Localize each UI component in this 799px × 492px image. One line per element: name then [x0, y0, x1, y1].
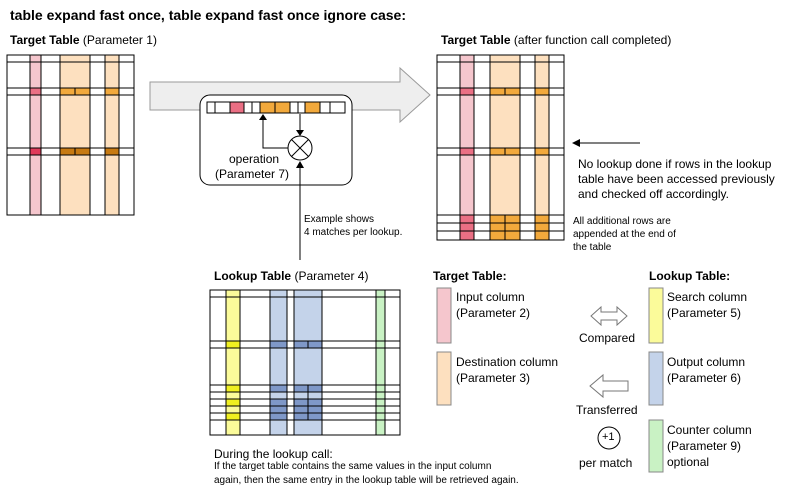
target-table-param: (Parameter 1) [79, 33, 157, 47]
transferred-label: Transferred [576, 403, 638, 417]
target-table-label: Target Table [10, 33, 80, 47]
lookup-table [209, 289, 401, 436]
counter-column-optional: optional [667, 455, 710, 469]
compared-icon [590, 305, 628, 327]
lookup-call-note-line2: If the target table contains the same va… [214, 461, 492, 472]
target-table-title: Target Table (Parameter 1) [10, 33, 157, 47]
target-table [6, 54, 135, 216]
operation-label: operation [229, 152, 280, 166]
counter-column-param: (Parameter 9) [667, 439, 742, 453]
destination-column-swatch [436, 351, 452, 406]
search-column-label: Search column [667, 290, 748, 304]
input-column-label: Input column [456, 290, 525, 304]
result-table-title: Target Table (after function call comple… [441, 33, 671, 47]
no-lookup-note-line3: and checked off accordingly. [578, 187, 729, 201]
appended-note-line1: All additional rows are [573, 216, 671, 227]
no-lookup-note-line1: No lookup done if rows in the lookup [578, 157, 772, 171]
destination-column-label: Destination column [456, 355, 559, 369]
result-table-param: (after function call completed) [510, 33, 672, 47]
destination-column-param: (Parameter 3) [456, 371, 531, 385]
output-column-swatch [648, 351, 664, 406]
search-column-swatch [648, 287, 664, 344]
lookup-call-note-line3: again, then the same entry in the lookup… [214, 475, 519, 486]
counter-column-label: Counter column [667, 423, 752, 437]
compared-label: Compared [579, 331, 636, 345]
operation-box [199, 94, 353, 260]
lookup-table-title: Lookup Table (Parameter 4) [214, 269, 368, 283]
appended-note-line2: appended at the end of [573, 229, 676, 240]
lookup-table-param: (Parameter 4) [291, 269, 369, 283]
counter-column-swatch [648, 419, 664, 473]
search-column-param: (Parameter 5) [667, 306, 742, 320]
per-match-label: per match [579, 456, 633, 470]
plus-one-icon [597, 426, 621, 450]
lookup-call-note-heading: During the lookup call: [214, 447, 333, 461]
input-column-swatch [436, 287, 452, 344]
plus-one-label: +1 [602, 431, 615, 443]
output-column-param: (Parameter 6) [667, 371, 742, 385]
operation-param: (Parameter 7) [215, 167, 290, 181]
legend-lookup-heading: Lookup Table: [649, 269, 731, 283]
page-title: table expand fast once, table expand fas… [10, 7, 407, 23]
result-table-label: Target Table [441, 33, 511, 47]
output-column-label: Output column [667, 355, 746, 369]
no-lookup-arrow [572, 139, 640, 147]
appended-note-line3: the table [573, 242, 612, 253]
no-lookup-note-line2: table have been accessed previously [578, 172, 775, 186]
example-note-line1: Example shows [304, 214, 375, 225]
transferred-icon [589, 373, 629, 399]
result-table [436, 54, 565, 241]
example-note-line2: 4 matches per lookup. [304, 227, 403, 238]
lookup-table-label: Lookup Table [214, 269, 292, 283]
input-column-param: (Parameter 2) [456, 306, 531, 320]
legend-target-heading: Target Table: [433, 269, 507, 283]
